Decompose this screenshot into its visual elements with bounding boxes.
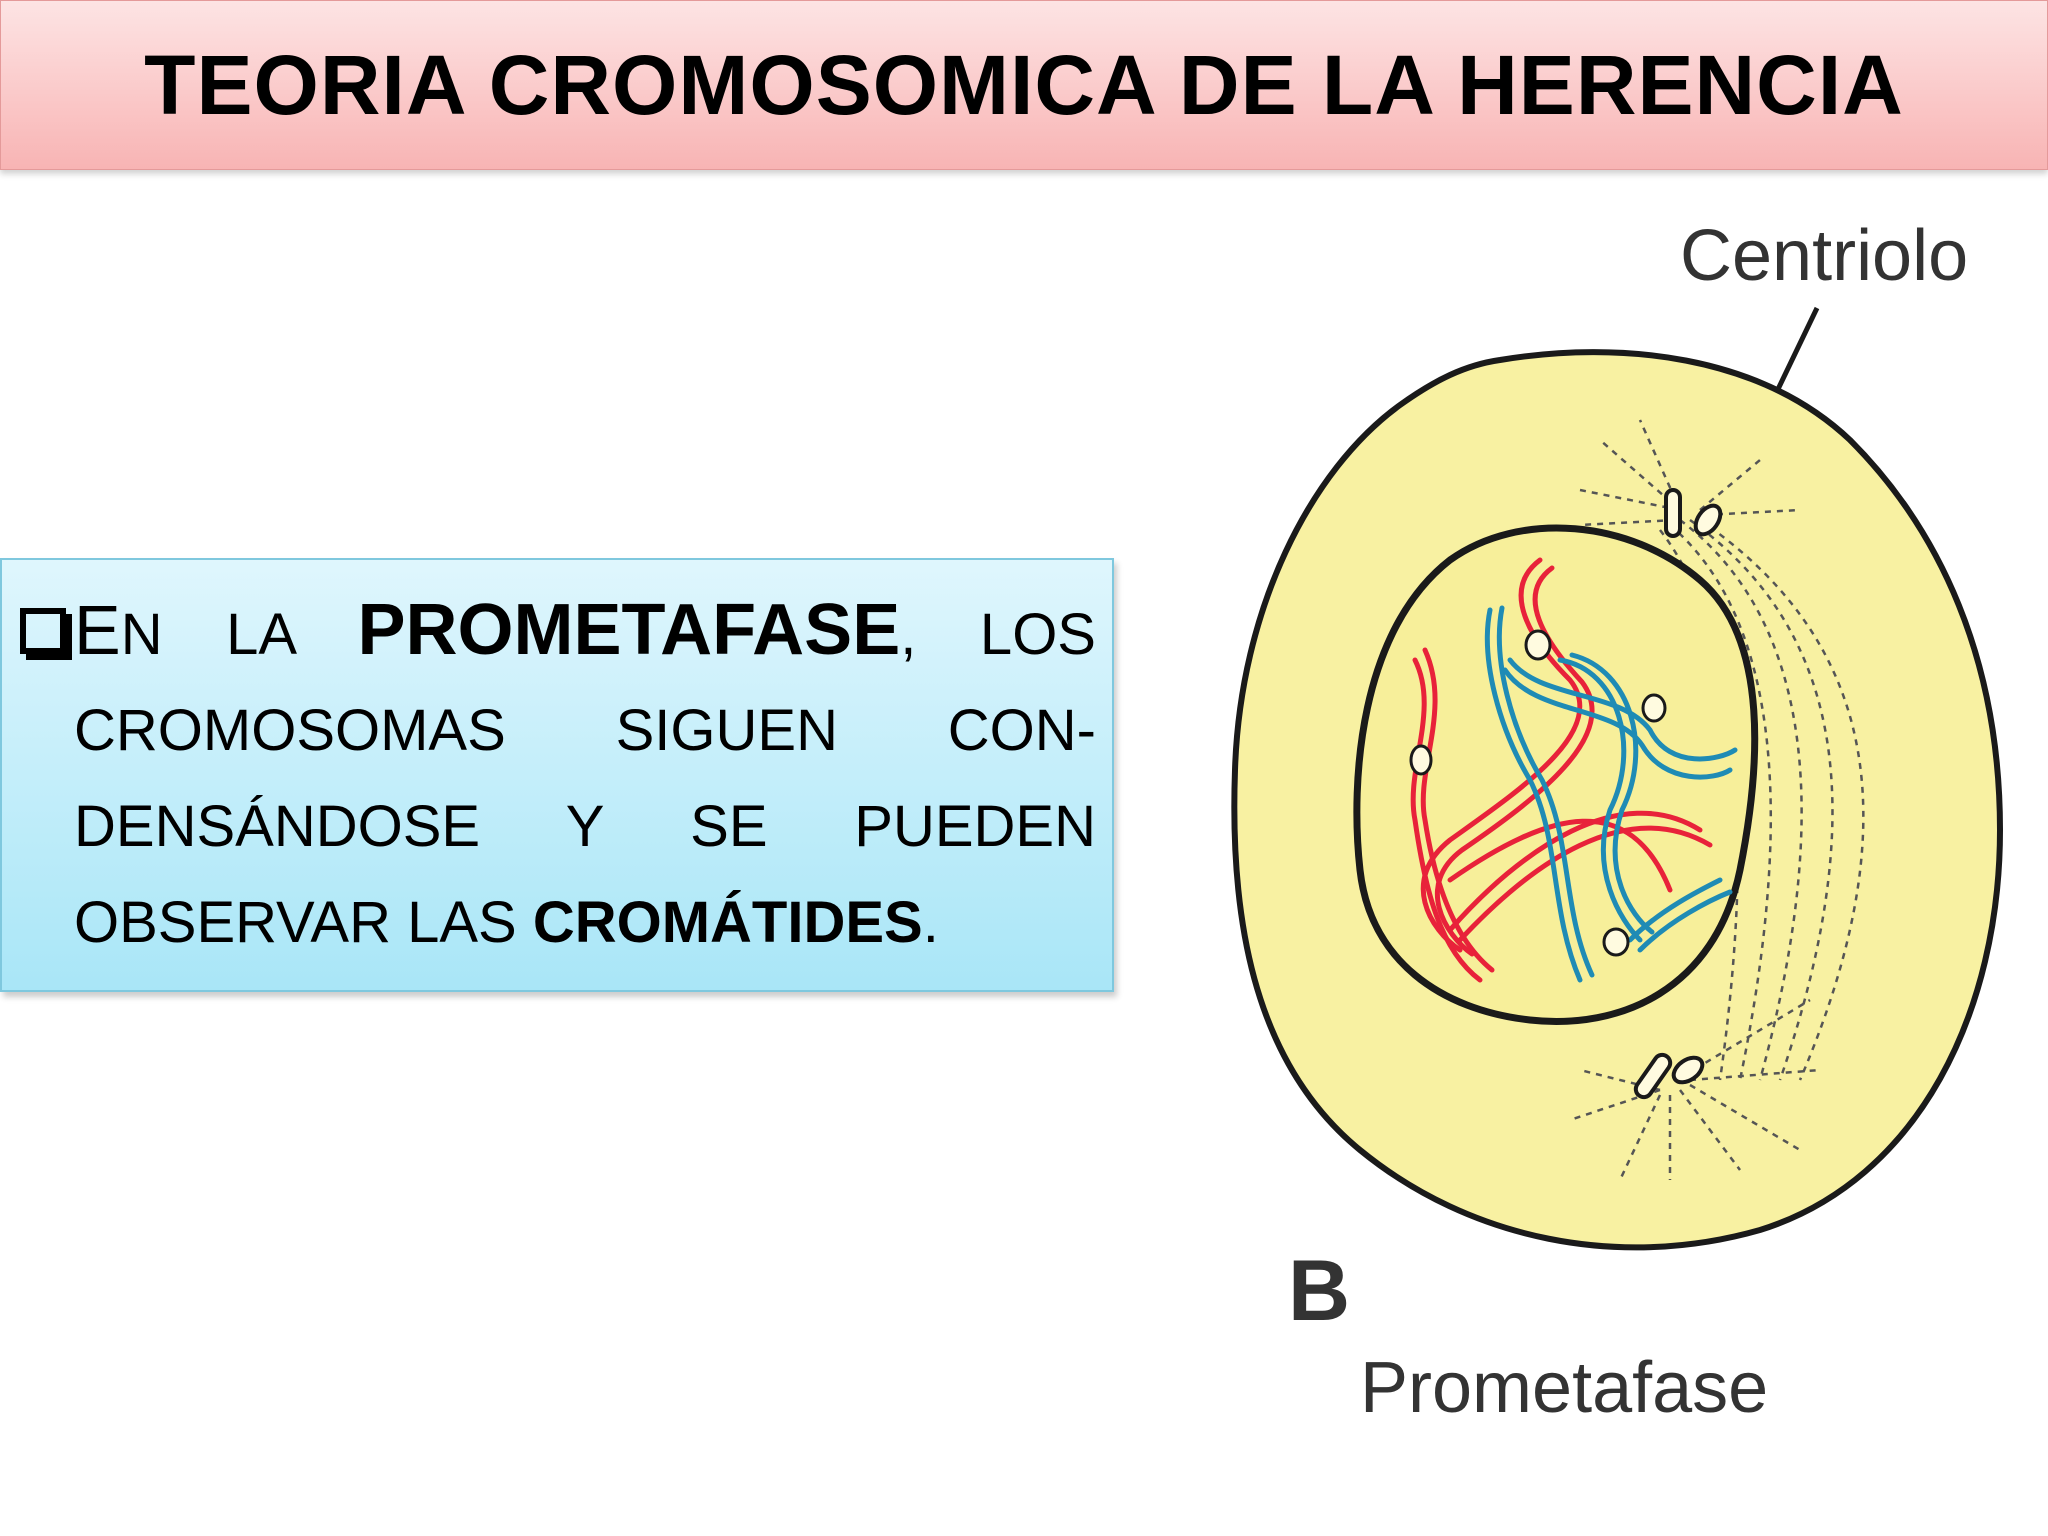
text-line-1: EN LA PROMETAFASE, LOS (74, 582, 1096, 683)
label-letter-b: B (1288, 1243, 1350, 1339)
bold-term-prometafase: PROMETAFASE (357, 590, 901, 670)
text-fragment: , LOS (900, 602, 1096, 667)
text-fragment: . (922, 890, 939, 955)
slide-title: TEORIA CROMOSOMICA DE LA HERENCIA (144, 37, 1904, 132)
centriole-top-icon (1664, 488, 1723, 538)
chromosomes-blue (1484, 605, 1738, 983)
title-bar: TEORIA CROMOSOMICA DE LA HERENCIA (0, 0, 2048, 170)
label-prometafase: Prometafase (1360, 1348, 1768, 1428)
text-line-4: OBSERVAR LAS CROMÁTIDES. (6, 875, 1096, 971)
bullet-paragraph: EN LA PROMETAFASE, LOS CROMOSOMAS SIGUEN… (20, 582, 1096, 971)
chromosomes-red (1410, 557, 1713, 983)
text-fragment: OBSERVAR LAS (74, 890, 533, 955)
prometaphase-diagram: Centriolo (1231, 216, 2004, 1428)
checkbox-bullet-icon (20, 608, 72, 660)
label-centriolo: Centriolo (1680, 216, 1968, 296)
bold-term-cromatides: CROMÁTIDES (532, 890, 923, 955)
centromeres (1409, 629, 1667, 957)
text-line-3: DENSÁNDOSE Y SE PUEDEN (74, 794, 1096, 859)
text-line-2: CROMOSOMAS SIGUEN CON- (74, 698, 1096, 763)
centriole-bottom-icon (1633, 1052, 1705, 1100)
text-box: EN LA PROMETAFASE, LOS CROMOSOMAS SIGUEN… (0, 558, 1114, 992)
text-fragment: N LA (120, 602, 358, 667)
cap-letter: E (74, 591, 121, 669)
bullet-text: EN LA PROMETAFASE, LOS CROMOSOMAS SIGUEN… (74, 582, 1096, 971)
